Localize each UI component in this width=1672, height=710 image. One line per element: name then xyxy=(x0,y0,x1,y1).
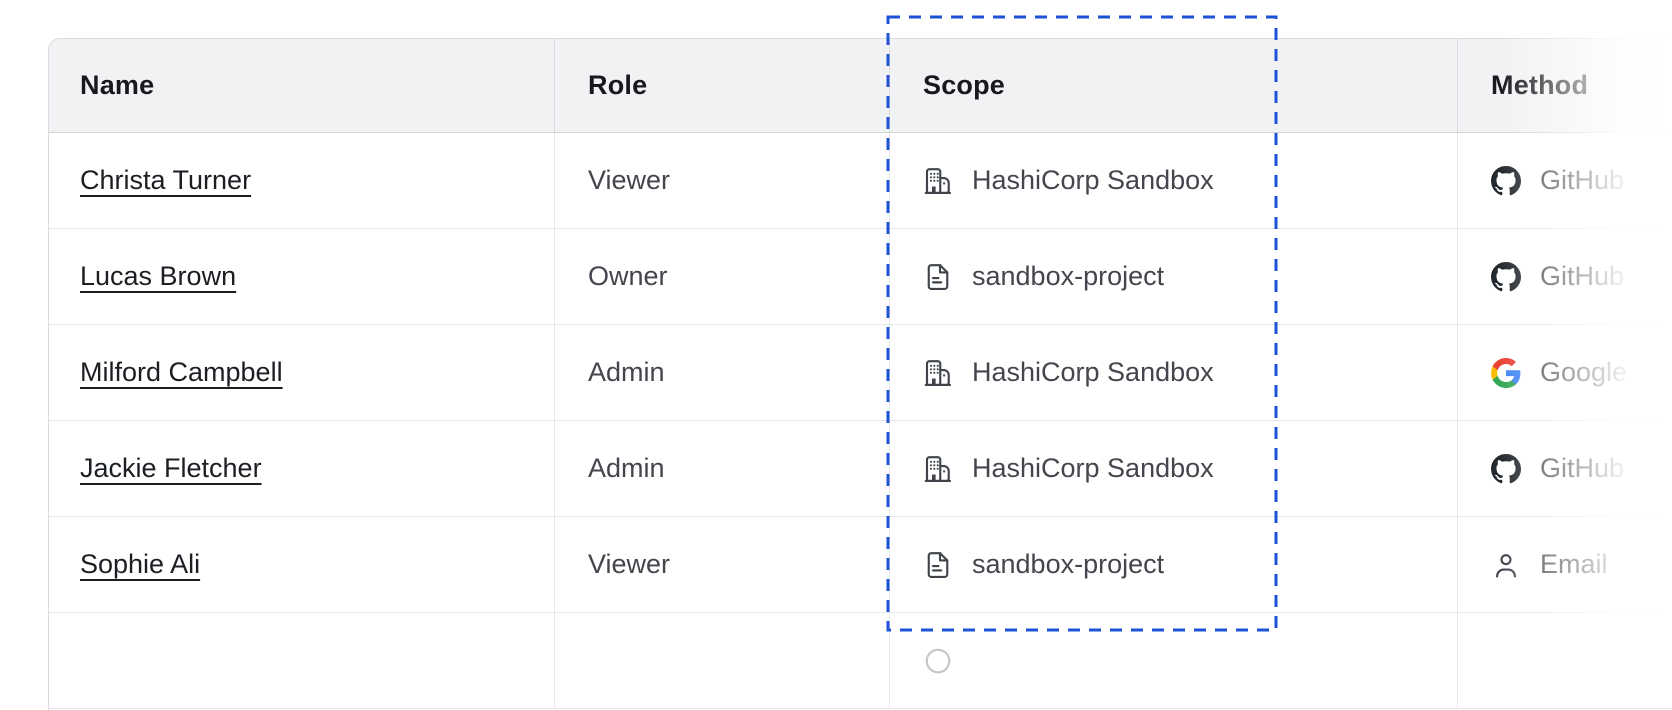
table-row: Jackie Fletcher Admin HashiCorp Sandbox … xyxy=(49,421,1672,517)
member-name-link[interactable]: Sophie Ali xyxy=(80,549,201,579)
table-row: Milford Campbell Admin HashiCorp Sandbox… xyxy=(49,325,1672,421)
column-header-method: Method xyxy=(1457,39,1672,132)
file-text-icon xyxy=(923,262,953,292)
table-row: Christa Turner Viewer HashiCorp Sandbox … xyxy=(49,133,1672,229)
scope-text: HashiCorp Sandbox xyxy=(972,357,1214,387)
scope-text: sandbox-project xyxy=(972,549,1165,579)
org-icon xyxy=(923,358,953,388)
github-icon xyxy=(1491,453,1521,484)
role-text: Viewer xyxy=(588,165,671,195)
member-name-link[interactable]: Milford Campbell xyxy=(80,357,283,387)
method-text: GitHub xyxy=(1540,453,1625,483)
org-icon xyxy=(923,166,953,196)
file-text-icon xyxy=(923,550,953,580)
role-text: Admin xyxy=(588,453,665,483)
github-icon xyxy=(1491,165,1521,196)
method-text: GitHub xyxy=(1540,261,1625,291)
member-name-link[interactable]: Lucas Brown xyxy=(80,261,237,291)
method-text: GitHub xyxy=(1540,165,1625,195)
member-name-link[interactable]: Christa Turner xyxy=(80,165,252,195)
org-icon xyxy=(923,454,953,484)
google-icon xyxy=(1491,357,1521,388)
column-header-name: Name xyxy=(80,70,155,100)
role-text: Viewer xyxy=(588,549,671,579)
table-row: Lucas Brown Owner sandbox-project GitHub xyxy=(49,229,1672,325)
table-row: Sophie Ali Viewer sandbox-project Email xyxy=(49,517,1672,613)
member-name-link[interactable]: Jackie Fletcher xyxy=(80,453,262,483)
scope-text: HashiCorp Sandbox xyxy=(972,453,1214,483)
scope-text: HashiCorp Sandbox xyxy=(972,165,1214,195)
role-text: Owner xyxy=(588,261,668,291)
column-header-role: Role xyxy=(554,39,889,132)
partial-circle-icon xyxy=(923,646,953,676)
github-icon xyxy=(1491,261,1521,292)
column-header-scope: Scope xyxy=(889,39,1457,132)
scope-text: sandbox-project xyxy=(972,261,1165,291)
user-icon xyxy=(1491,550,1521,580)
method-text: Google xyxy=(1540,357,1628,387)
role-text: Admin xyxy=(588,357,665,387)
method-text: Email xyxy=(1540,549,1608,579)
table-row xyxy=(49,613,1672,709)
